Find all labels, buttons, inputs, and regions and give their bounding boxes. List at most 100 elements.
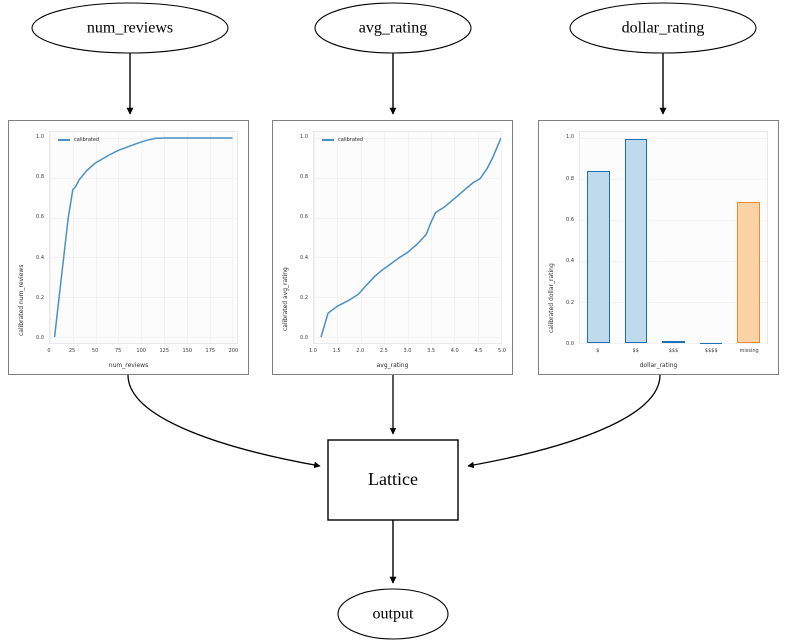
node-lattice[interactable]: Lattice — [327, 439, 459, 521]
legend-swatch — [322, 139, 334, 141]
line-series-num-reviews — [50, 132, 237, 343]
gridline-vertical — [95, 132, 97, 343]
plot-background — [580, 132, 767, 343]
legend-label: calibrated — [338, 137, 364, 143]
gridline-vertical — [314, 132, 315, 343]
ytick-label: 0.8 — [300, 174, 308, 181]
ytick-label: 0.8 — [566, 175, 574, 182]
ytick-label: 0.4 — [566, 258, 574, 265]
ytick-label: 0.6 — [36, 214, 44, 221]
xtick-label: 150 — [182, 348, 193, 354]
gridline-horizontal — [50, 257, 237, 259]
xtick-label: 4.5 — [474, 348, 483, 354]
legend-label: calibrated — [74, 137, 100, 143]
xtick-label: 0 — [47, 348, 51, 354]
ytick-label: 0.0 — [566, 341, 574, 347]
ytick-label: 0.0 — [36, 334, 44, 341]
node-output-label: output — [373, 606, 414, 623]
bar-DD — [624, 139, 648, 343]
ytick-label: 0.0 — [300, 334, 308, 341]
xtick-label: $$$ — [668, 348, 679, 354]
xtick-label: 75 — [114, 348, 122, 354]
gridline-horizontal — [580, 302, 767, 304]
xtick-label: $$$$ — [704, 348, 718, 354]
ytick-label: 0.2 — [36, 294, 44, 301]
ytick-label: 0.4 — [300, 254, 308, 261]
node-dollar-rating[interactable]: dollar_rating — [569, 2, 757, 54]
node-num-reviews[interactable]: num_reviews — [31, 2, 229, 54]
gridline-vertical — [360, 132, 362, 343]
ytick-label: 1.0 — [300, 134, 308, 141]
gridline-horizontal — [50, 217, 237, 219]
gridline-vertical — [454, 132, 456, 343]
xtick-label: 5.0 — [498, 348, 506, 354]
gridline-vertical — [232, 132, 234, 343]
edge-chart3-to-lattice — [467, 374, 661, 469]
gridline-vertical — [477, 132, 479, 343]
gridline-vertical — [186, 132, 188, 343]
gridline-horizontal — [580, 343, 767, 344]
node-avg-rating[interactable]: avg_rating — [314, 2, 472, 54]
legend-num-reviews: calibrated — [58, 137, 99, 143]
ytick-label: 0.8 — [36, 174, 44, 181]
xlabel-avg-rating: avg_rating — [376, 362, 409, 369]
ytick-label: 1.0 — [566, 134, 574, 141]
edge-chart1-to-lattice — [127, 374, 321, 469]
plot-area-dollar-rating — [579, 131, 768, 344]
gridline-vertical — [118, 132, 120, 343]
node-avg-rating-label: avg_rating — [359, 20, 427, 37]
bar-D — [587, 170, 610, 343]
series-line — [321, 138, 501, 337]
bar-missing — [737, 201, 760, 343]
gridline-vertical — [407, 132, 409, 343]
gridline-vertical — [384, 132, 386, 343]
xtick-label: 175 — [205, 348, 216, 354]
node-num-reviews-label: num_reviews — [87, 20, 173, 37]
bar-DDD — [662, 340, 685, 343]
bars-dollar-rating — [580, 132, 767, 344]
legend-swatch — [58, 139, 70, 141]
gridline-horizontal — [50, 177, 237, 179]
grid-dollar-rating — [580, 132, 767, 344]
gridline-horizontal — [580, 138, 767, 140]
xtick-label: 2.0 — [356, 348, 365, 354]
xtick-label: 1.0 — [309, 348, 317, 354]
ylabel-num-reviews: calibrated num_reviews — [18, 264, 25, 336]
node-lattice-label: Lattice — [368, 469, 418, 489]
ytick-label: 0.6 — [566, 216, 574, 223]
xtick-label: 1.5 — [332, 348, 341, 354]
gridline-vertical — [141, 132, 143, 343]
grid-avg-rating — [314, 132, 502, 343]
xtick-label: 3.0 — [403, 348, 412, 354]
node-output[interactable]: output — [337, 588, 449, 640]
ytick-label: 1.0 — [36, 134, 44, 141]
grid-num-reviews — [50, 132, 237, 343]
node-dollar-rating-label: dollar_rating — [622, 20, 705, 37]
xtick-label: 2.5 — [379, 348, 388, 354]
gridline-horizontal — [50, 337, 237, 339]
gridline-vertical — [337, 132, 339, 343]
plot-area-num-reviews: calibrated — [49, 131, 238, 344]
ylabel-avg-rating: calibrated avg_rating — [282, 267, 289, 331]
xtick-label: 4.0 — [450, 348, 459, 354]
ytick-label: 0.6 — [300, 214, 308, 221]
xtick-label: $$ — [632, 348, 639, 354]
gridline-vertical — [501, 132, 502, 343]
xlabel-dollar-rating: dollar_rating — [639, 362, 678, 369]
xtick-label: 25 — [68, 348, 76, 354]
xtick-label: 50 — [91, 348, 99, 354]
gridline-horizontal — [580, 261, 767, 263]
xtick-label: 100 — [136, 348, 146, 354]
line-series-avg-rating — [314, 132, 501, 343]
xtick-label: 125 — [159, 348, 170, 354]
plot-background — [50, 132, 237, 343]
series-line — [55, 138, 233, 337]
gridline-horizontal — [50, 137, 237, 139]
gridline-vertical — [430, 132, 432, 343]
gridline-vertical — [50, 132, 51, 343]
ylabel-dollar-rating: calibrated dollar_rating — [548, 263, 555, 333]
